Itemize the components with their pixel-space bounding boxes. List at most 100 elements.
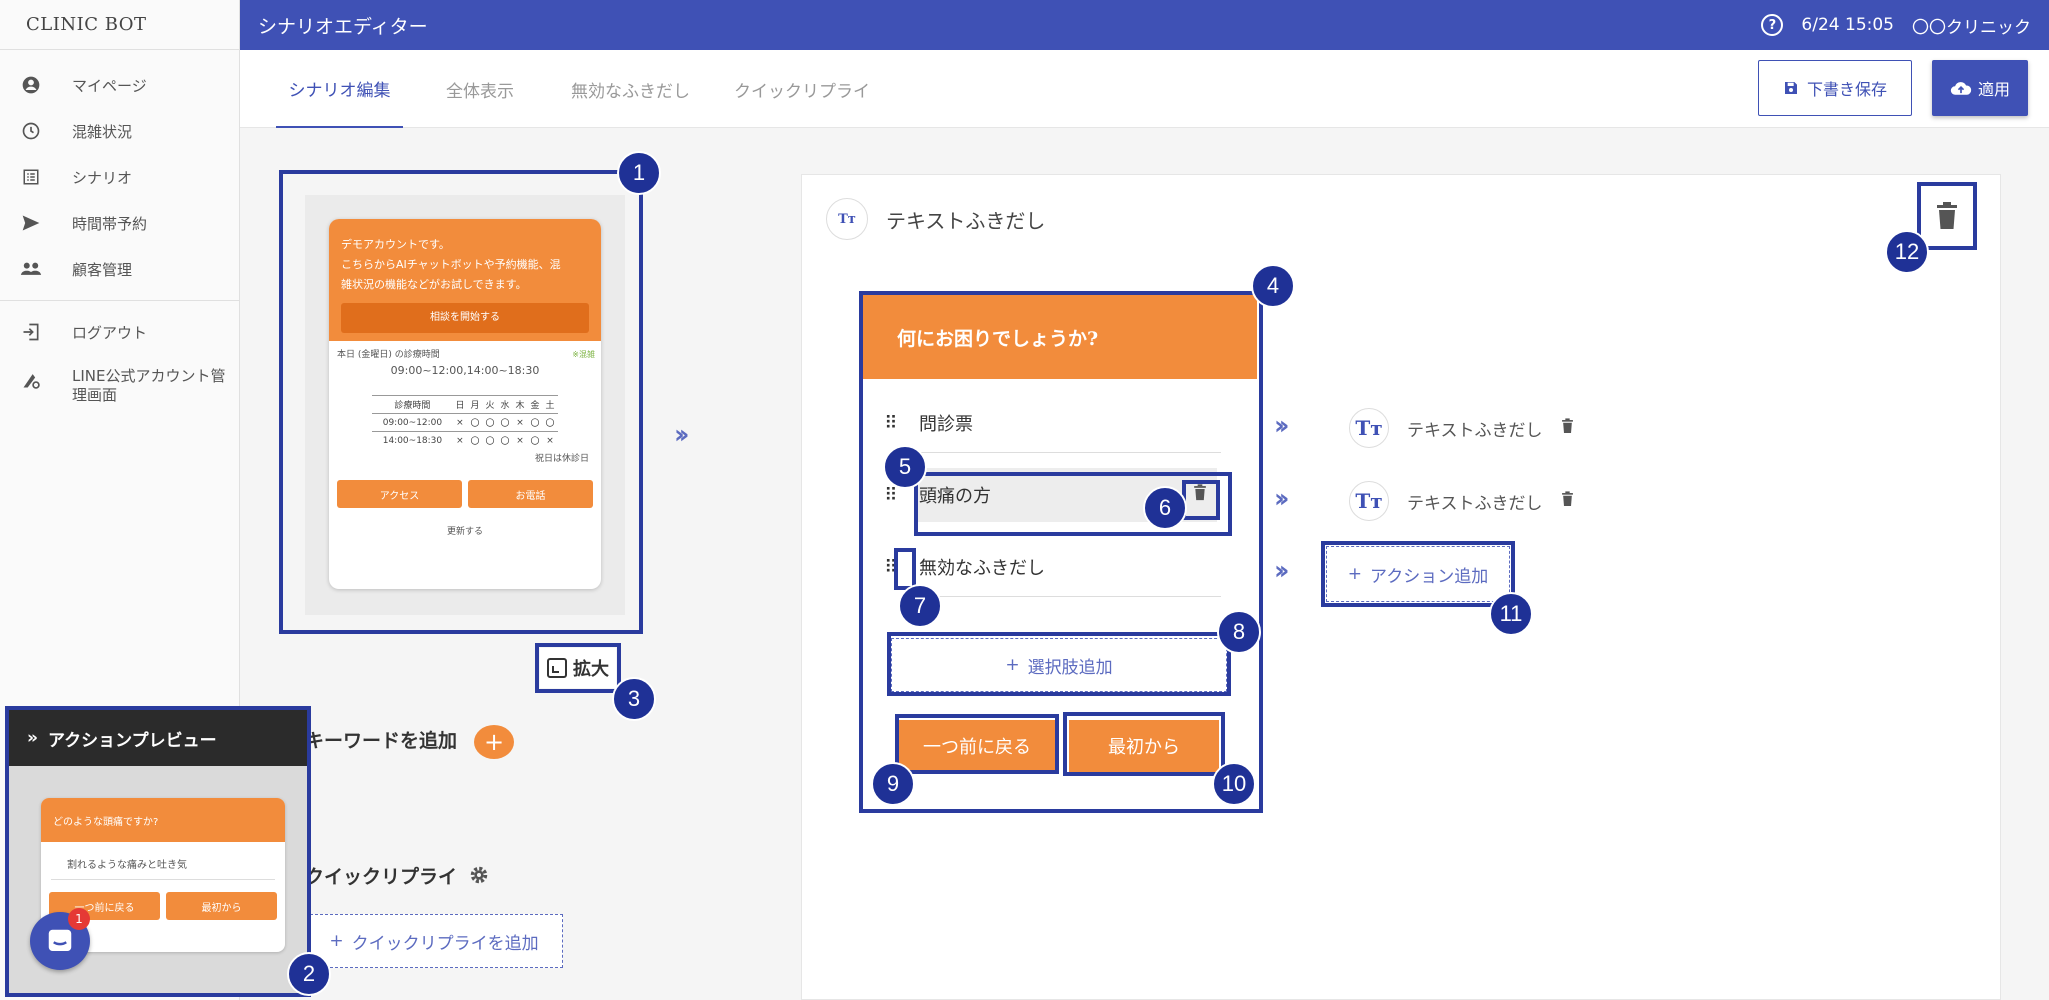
phone-button[interactable]: お電話 [468, 480, 593, 508]
annotation-badge: 12 [1885, 230, 1929, 274]
annotation-badge: 9 [871, 762, 915, 806]
link-item[interactable]: Tт テキストふきだし [1349, 408, 1574, 448]
preview-top-button[interactable]: 最初から [166, 892, 277, 920]
page-title: シナリオエディター [258, 15, 428, 38]
table-cell: × [452, 431, 468, 449]
delete-choice-icon[interactable] [1193, 484, 1207, 506]
table-cell: × [452, 413, 468, 432]
table-cell: 〇 [542, 413, 558, 432]
table-header: 診療時間 [372, 395, 453, 414]
save-draft-label: 下書き保存 [1806, 80, 1887, 99]
link-item[interactable]: Tт テキストふきだし [1349, 481, 1574, 521]
table-cell: 〇 [482, 431, 498, 449]
sidebar-item-label: LINE公式アカウント管理画面 [72, 367, 226, 404]
preview-question: どのような頭痛ですか? [41, 798, 285, 842]
add-action-button[interactable]: + アクション追加 [1326, 546, 1510, 602]
add-keyword-button[interactable]: + [474, 725, 514, 759]
action-preview-header[interactable]: » アクションプレビュー [9, 710, 307, 766]
sidebar-item-reservation[interactable]: 時間帯予約 [0, 200, 239, 246]
list-icon [18, 164, 44, 190]
bubble-question[interactable]: 何にお困りでしょうか? [863, 295, 1257, 379]
sidebar-item-mypage[interactable]: マイページ [0, 62, 239, 108]
tab-overview[interactable]: 全体表示 [446, 81, 514, 102]
notification-badge: 1 [68, 908, 90, 930]
delete-link-icon[interactable] [1561, 417, 1574, 439]
preview-option[interactable]: 割れるような痛みと吐き気 [51, 842, 275, 880]
annotation-box [1182, 480, 1220, 520]
choice-item-selected[interactable]: ⠿ 頭痛の方 [863, 465, 1257, 525]
annotation-box [1917, 182, 1977, 250]
add-choice-button[interactable]: + 選択肢追加 [891, 638, 1227, 692]
annotation-badge: 6 [1143, 486, 1187, 530]
delete-link-icon[interactable] [1561, 490, 1574, 512]
help-icon[interactable]: ? [1761, 14, 1784, 36]
app-header: シナリオエディター ? 6/24 15:05 〇〇クリニック [240, 0, 2049, 50]
hours-table: 診療時間 日 月 火 水 木 金 土 09:00~12:00 × 〇 〇 〇 ×… [372, 395, 558, 449]
annotation-box [914, 472, 1232, 536]
tab-invalid-bubbles[interactable]: 無効なふきだし [571, 81, 690, 102]
scenario-preview: デモアカウントです。 こちらからAIチャットボットや予約機能、混 雑状況の機能な… [305, 195, 625, 615]
action-preview-panel: » アクションプレビュー どのような頭痛ですか? 割れるような痛みと吐き気 一つ… [9, 710, 307, 997]
table-cell: 14:00~18:30 [372, 431, 453, 449]
expand-label: 拡大 [573, 659, 609, 680]
choice-divider [919, 596, 1221, 597]
sidebar-item-scenario[interactable]: シナリオ [0, 154, 239, 200]
expand-icon [547, 658, 567, 678]
sidebar-item-line-admin[interactable]: LINE公式アカウント管理画面 [0, 355, 239, 417]
tab-bar: シナリオ編集 全体表示 無効なふきだし クイックリプライ [240, 50, 2049, 128]
start-consultation-button[interactable]: 相談を開始する [341, 303, 589, 333]
action-preview-title: アクションプレビュー [47, 730, 217, 751]
intro-text: 雑状況の機能などがお試しできます。 [341, 278, 527, 291]
preview-card: デモアカウントです。 こちらからAIチャットボットや予約機能、混 雑状況の機能な… [329, 219, 601, 589]
sidebar-item-label: ログアウト [72, 323, 148, 342]
tab-quick-reply[interactable]: クイックリプライ [734, 81, 870, 102]
expand-button[interactable]: 拡大 [540, 648, 616, 688]
sidebar-divider [0, 300, 239, 301]
sidebar-item-logout[interactable]: ログアウト [0, 309, 239, 355]
datetime: 6/24 15:05 [1801, 15, 1894, 35]
brand-logo: CLINIC BOT [0, 0, 239, 50]
save-draft-button[interactable]: 下書き保存 [1758, 60, 1912, 116]
apply-button[interactable]: 適用 [1932, 60, 2028, 116]
plus-icon: + [329, 931, 344, 951]
table-header: 木 [512, 395, 528, 414]
add-quick-reply-label: クイックリプライを追加 [351, 933, 539, 954]
keyword-label: キーワードを追加 [305, 730, 458, 752]
sidebar-item-label: 時間帯予約 [72, 214, 148, 233]
clinic-name[interactable]: 〇〇クリニック [1912, 17, 2031, 38]
sidebar-item-customers[interactable]: 顧客管理 [0, 246, 239, 292]
annotation-badge: 4 [1251, 264, 1295, 308]
send-icon [18, 210, 44, 236]
gear-icon[interactable] [468, 864, 490, 890]
sidebar-item-congestion[interactable]: 混雑状況 [0, 108, 239, 154]
drag-handle-icon[interactable]: ⠿ [884, 412, 898, 434]
tab-scenario-edit[interactable]: シナリオ編集 [276, 50, 403, 128]
restart-button[interactable]: 最初から [1069, 720, 1219, 772]
choice-divider [919, 452, 1221, 453]
status-label: ※混雑 [572, 350, 595, 359]
access-button[interactable]: アクセス [337, 480, 462, 508]
table-cell: 〇 [527, 413, 543, 432]
delete-node-icon[interactable] [1935, 202, 1959, 234]
node-header: Tт テキストふきだし [826, 198, 1045, 240]
link-label: テキストふきだし [1407, 493, 1543, 514]
drag-handle-icon[interactable]: ⠿ [884, 484, 898, 506]
choice-label: 無効なふきだし [919, 558, 1045, 579]
logout-icon [18, 319, 44, 345]
clock-icon [18, 118, 44, 144]
back-button[interactable]: 一つ前に戻る [899, 720, 1055, 772]
sidebar-item-label: シナリオ [72, 168, 133, 187]
table-cell: 〇 [482, 413, 498, 432]
today-label: 本日 (金曜日) の診療時間 [337, 350, 440, 360]
plus-icon: + [1005, 655, 1020, 675]
annotation-badge: 8 [1217, 610, 1261, 654]
quick-reply-label: クイックリプライ [305, 866, 458, 888]
chevron-right-icon: ›› [1274, 556, 1290, 586]
sidebar-item-label: マイページ [72, 76, 147, 95]
add-quick-reply-button[interactable]: + クイックリプライを追加 [305, 914, 563, 968]
choice-item[interactable]: ⠿ 問診票 [863, 393, 1257, 453]
text-type-icon: Tт [1349, 481, 1389, 521]
update-link[interactable]: 更新する [446, 527, 483, 537]
chat-icon [48, 929, 72, 951]
text-type-icon: Tт [826, 198, 868, 240]
